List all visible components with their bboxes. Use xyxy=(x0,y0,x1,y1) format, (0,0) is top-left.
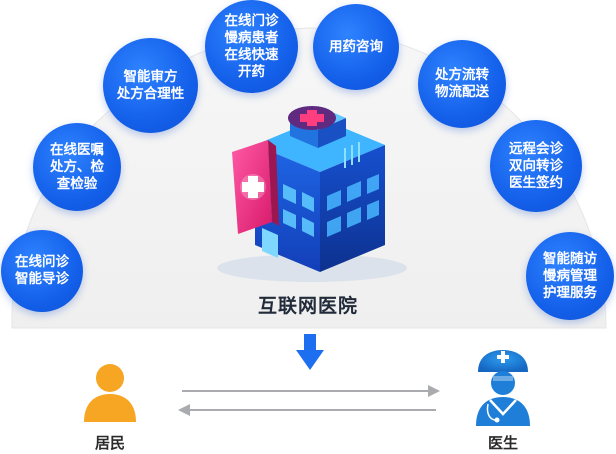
service-bubble-remote-referral: 远程会诊 双向转诊 医生签约 xyxy=(490,120,582,212)
medical-cross-icon xyxy=(232,140,279,234)
resident-person-icon xyxy=(84,364,136,422)
service-bubble-consult-triage: 在线问诊 智能导诊 xyxy=(1,230,83,312)
service-bubble-medication-consult: 用药咨询 xyxy=(313,4,399,90)
service-bubble-orders-exams: 在线医嘱 处方、检 查检验 xyxy=(33,123,121,211)
flow-arrow-to-resident xyxy=(178,404,436,416)
down-arrow-icon xyxy=(296,334,324,370)
medical-cross-icon xyxy=(288,106,336,130)
hospital-building-icon xyxy=(217,106,407,282)
service-bubble-prescription-logistics: 处方流转 物流配送 xyxy=(418,40,506,128)
service-bubble-followup-care: 智能随访 慢病管理 护理服务 xyxy=(526,232,614,320)
service-bubble-online-outpatient: 在线门诊 慢病患者 在线快速 开药 xyxy=(205,0,298,93)
doctor-nurse-icon xyxy=(476,350,530,426)
resident-label: 居民 xyxy=(94,434,125,452)
service-bubble-prescription-review: 智能审方 处方合理性 xyxy=(103,38,198,133)
flow-arrow-to-doctor xyxy=(182,385,440,397)
doctor-label: 医生 xyxy=(487,434,518,452)
hub-label: 互联网医院 xyxy=(257,295,358,317)
